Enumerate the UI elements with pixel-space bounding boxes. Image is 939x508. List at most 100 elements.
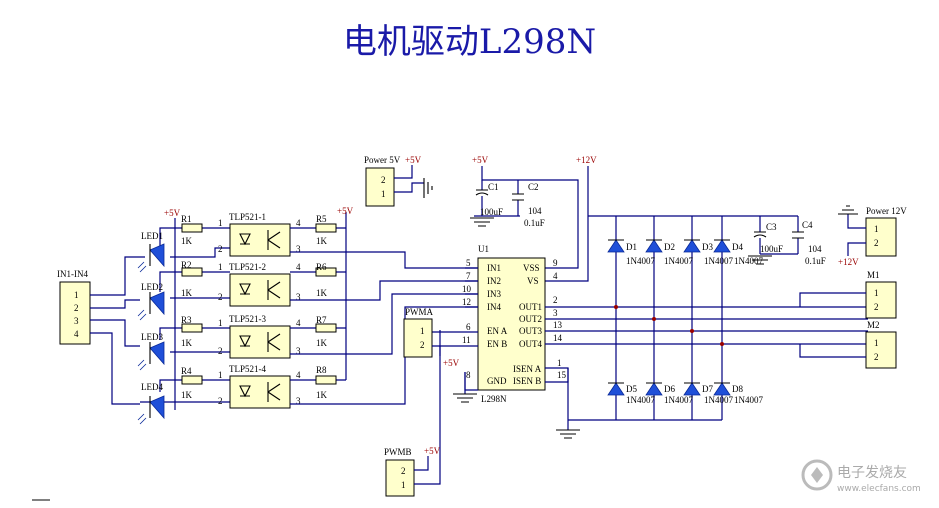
connector-pwmb: PWMB 2 1 +5V [384, 346, 441, 497]
svg-text:C4: C4 [802, 220, 813, 230]
connector-pwma-body [403, 318, 433, 358]
svg-text:2: 2 [874, 352, 879, 362]
svg-text:1K: 1K [316, 338, 328, 348]
svg-text:IN4: IN4 [487, 302, 501, 312]
optocoupler-group: TLP521-1 1 2 4 3 TLP521-2 1 2 4 3 TLP521… [218, 212, 301, 409]
svg-text:C2: C2 [528, 182, 539, 192]
svg-text:D1: D1 [626, 242, 637, 252]
svg-text:C3: C3 [766, 222, 777, 232]
chip-body [477, 257, 546, 391]
svg-text:2: 2 [874, 238, 879, 248]
output-resistor [315, 223, 337, 233]
connector-pwma-label: PWMA [405, 307, 434, 317]
svg-text:2: 2 [218, 396, 223, 406]
svg-text:3: 3 [296, 346, 301, 356]
optocoupler: TLP521-2 1 2 4 3 [218, 262, 301, 307]
connector-in: IN1-IN4 1 2 3 4 [57, 269, 91, 345]
svg-text:+5V: +5V [443, 358, 460, 368]
svg-text:9: 9 [553, 258, 558, 268]
svg-text:0.1uF: 0.1uF [524, 218, 545, 228]
watermark-url: www.elecfans.com [837, 484, 921, 494]
svg-text:GND: GND [487, 376, 507, 386]
input-resistor [181, 375, 203, 385]
watermark: 电子发烧友 www.elecfans.com [797, 453, 927, 502]
led: LED4 [137, 382, 165, 425]
resistor-value: 1K [181, 236, 193, 246]
svg-text:1N4007: 1N4007 [734, 256, 763, 266]
svg-text:D7: D7 [702, 384, 713, 394]
svg-text:14: 14 [553, 333, 563, 343]
led: LED3 [137, 332, 165, 371]
connector-m2-body [865, 331, 897, 369]
svg-text:2: 2 [553, 295, 558, 305]
svg-text:15: 15 [557, 370, 567, 380]
svg-text:1N4007: 1N4007 [664, 395, 693, 405]
connector-in-pin: 1 [74, 290, 79, 300]
optocoupler-body [229, 325, 291, 359]
connector-m1-label: M1 [867, 270, 880, 280]
svg-text:1: 1 [874, 338, 879, 348]
resistor-value: 1K [181, 288, 193, 298]
connector-m1: M1 1 2 [799, 270, 897, 319]
logic-supply: +5V C1 100uF C2 104 0.1uF +12V [470, 155, 798, 282]
svg-text:1: 1 [557, 358, 562, 368]
svg-text:1: 1 [381, 189, 386, 199]
svg-text:C1: C1 [488, 182, 499, 192]
svg-text:R8: R8 [316, 365, 327, 375]
opto-output-wires [290, 212, 478, 405]
svg-text:R6: R6 [316, 262, 327, 272]
optocoupler-body [229, 223, 291, 257]
svg-text:D6: D6 [664, 384, 675, 394]
svg-text:+5V: +5V [405, 155, 422, 165]
svg-text:1K: 1K [316, 236, 328, 246]
svg-text:D5: D5 [626, 384, 637, 394]
connector-power5v-body [365, 167, 395, 207]
svg-text:3: 3 [296, 292, 301, 302]
resistor-name: R4 [181, 366, 192, 376]
svg-text:8: 8 [466, 370, 471, 380]
watermark-brand: 电子发烧友 [837, 465, 907, 481]
optocoupler-label: TLP521-4 [229, 364, 266, 374]
svg-text:7: 7 [466, 271, 471, 281]
connector-power5v: Power 5V 2 1 +5V [364, 155, 433, 207]
svg-text:1: 1 [218, 318, 223, 328]
connector-in-body [59, 281, 91, 345]
svg-text:2: 2 [218, 292, 223, 302]
chip-left-pins: 5 IN1 7 IN2 10 IN3 12 IN4 6 EN A 11 EN B… [462, 258, 508, 386]
optocoupler-body [229, 375, 291, 409]
connector-in-pin: 3 [74, 316, 79, 326]
svg-text:1: 1 [218, 218, 223, 228]
svg-text:104: 104 [528, 206, 542, 216]
svg-text:EN B: EN B [487, 339, 507, 349]
svg-text:2: 2 [401, 466, 406, 476]
resistor-name: R2 [181, 260, 192, 270]
svg-text:D8: D8 [732, 384, 743, 394]
svg-text:1N4007: 1N4007 [664, 256, 693, 266]
resistor-value: 1K [181, 390, 193, 400]
svg-text:10: 10 [462, 284, 472, 294]
svg-text:4: 4 [296, 318, 301, 328]
optocoupler-label: TLP521-3 [229, 314, 266, 324]
led-label: LED4 [141, 382, 163, 392]
chip-right-pins: 9 VSS 4 VS 2 OUT1 3 OUT2 13 OUT3 14 OUT4… [513, 258, 567, 386]
svg-text:IN1: IN1 [487, 263, 501, 273]
svg-text:1N4007: 1N4007 [626, 395, 655, 405]
svg-text:1K: 1K [316, 288, 328, 298]
svg-text:4: 4 [296, 218, 301, 228]
optocoupler: TLP521-3 1 2 4 3 [218, 314, 301, 359]
connector-pwma: PWMA 1 2 +5V [403, 307, 460, 368]
svg-text:2: 2 [218, 346, 223, 356]
svg-text:100uF: 100uF [480, 207, 503, 217]
svg-text:EN A: EN A [487, 326, 508, 336]
svg-text:6: 6 [466, 322, 471, 332]
svg-text:OUT2: OUT2 [519, 314, 542, 324]
svg-text:2: 2 [420, 340, 425, 350]
svg-text:OUT3: OUT3 [519, 326, 542, 336]
svg-text:VSS: VSS [523, 263, 540, 273]
led: LED2 [137, 282, 165, 321]
svg-text:11: 11 [462, 335, 471, 345]
input-resistor [181, 323, 203, 333]
svg-text:3: 3 [553, 308, 558, 318]
svg-text:1N4007: 1N4007 [626, 256, 655, 266]
